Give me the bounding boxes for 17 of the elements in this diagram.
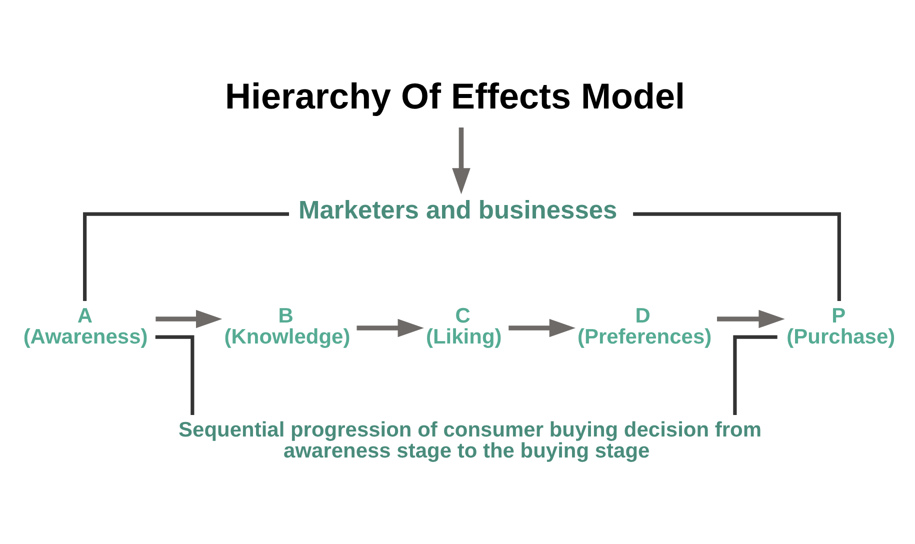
node-text: P (Purchase) xyxy=(786,304,896,348)
arrow xyxy=(508,318,576,338)
diagram-title: Hierarchy Of Effects Model xyxy=(225,75,685,116)
node-text: C (Liking) xyxy=(426,304,502,348)
node-text: B (Knowledge) xyxy=(224,304,350,348)
arrow xyxy=(452,128,470,194)
node-text: Marketers and businesses xyxy=(298,196,618,225)
node-text: A (Awareness) xyxy=(23,304,148,348)
arrow xyxy=(156,310,222,328)
node-text: Sequential progression of consumer buying decision from awareness stage to the buying stage xyxy=(178,418,762,462)
connector xyxy=(83,212,289,302)
node-text: D (Preferences) xyxy=(577,304,712,348)
arrow xyxy=(356,318,424,338)
connector xyxy=(633,212,841,302)
connector xyxy=(155,335,194,415)
connector xyxy=(733,335,778,415)
arrow xyxy=(717,310,785,328)
